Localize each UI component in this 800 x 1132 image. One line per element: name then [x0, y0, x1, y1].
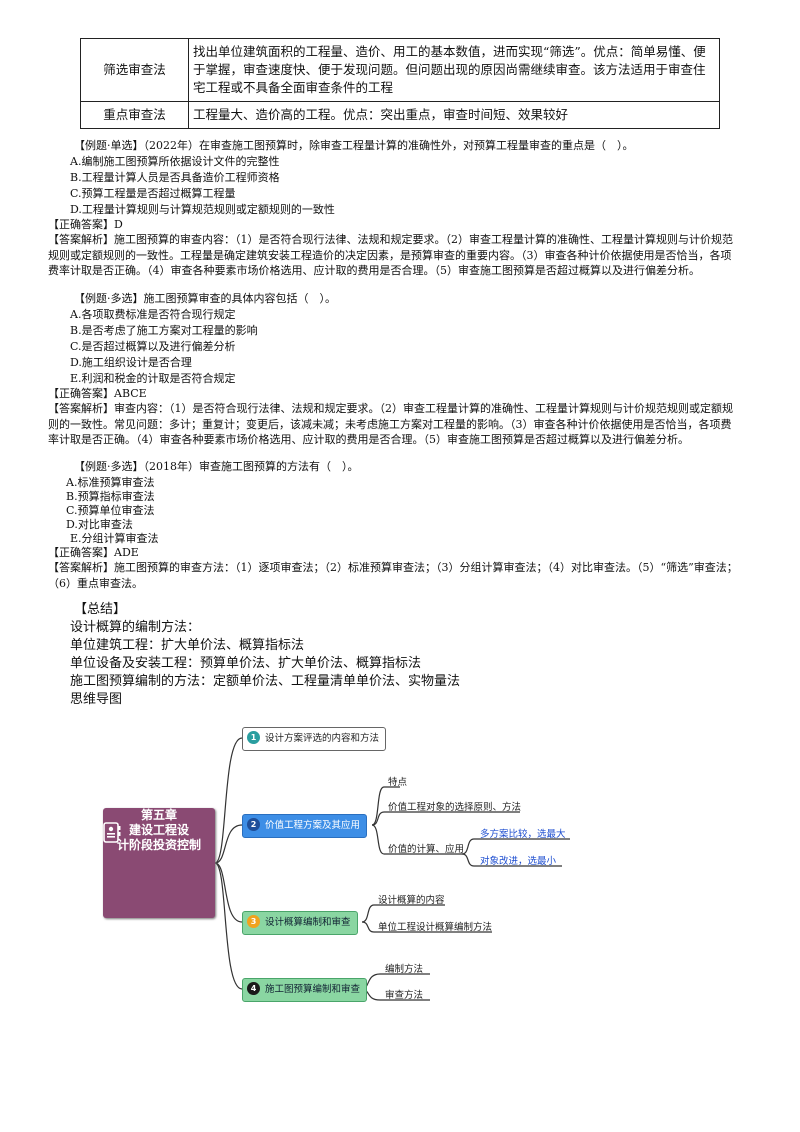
option: A.各项取费标准是否符合现行规定 [70, 308, 236, 321]
option: C.预算工程量是否超过概算工程量 [70, 187, 236, 200]
branch-number: 2 [247, 818, 260, 831]
option: C.预算单位审查法 [66, 504, 155, 517]
option: D.工程量计算规则与计算规范规则或定额规则的一致性 [70, 203, 335, 216]
branch-number: 3 [247, 915, 260, 928]
option: C.是否超过概算以及进行偏差分析 [70, 340, 236, 353]
branch-node-4: 4 施工图预算编制和审查 [242, 978, 368, 1002]
answer-analysis: 【答案解析】施工图预算的审查内容：（1）是否符合现行法律、法规和规定要求。（2）… [48, 233, 733, 277]
branch-label: 价值工程方案及其应用 [265, 820, 361, 831]
summary-line: 设计概算的编制方法： [70, 620, 201, 635]
summary-line: 单位建筑工程：扩大单价法、概算指标法 [70, 638, 305, 653]
branch-node-1: 1 设计方案评选的内容和方法 [242, 727, 387, 751]
option: D.施工组织设计是否合理 [70, 356, 192, 369]
correct-answer: 【正确答案】ADE [48, 546, 139, 559]
branch-label: 施工图预算编制和审查 [265, 984, 361, 995]
option: B.工程量计算人员是否具备造价工程师资格 [70, 171, 280, 184]
summary-line: 施工图预算编制的方法：定额单价法、工程量清单单价法、实物量法 [70, 674, 461, 689]
question-stem: 【例题·单选】（2022年）在审查施工图预算时，除审查工程量计算的准确性外，对预… [74, 139, 634, 152]
option: A.编制施工图预算所依据设计文件的完整性 [70, 155, 280, 168]
mind-map-center: 第五章 建设工程设 计阶段投资控制 [103, 808, 215, 918]
table-row: 筛选审查法 找出单位建筑面积的工程量、造价、用工的基本数值，进而实现“筛选”。优… [80, 38, 720, 102]
branch-label: 设计方案评选的内容和方法 [265, 733, 380, 744]
table-value: 工程量大、造价高的工程。优点：突出重点，审查时间短、效果较好 [188, 101, 720, 129]
table-key: 重点审查法 [80, 101, 189, 129]
leaf-node: 审查方法 [385, 990, 424, 1001]
option: E.分组计算审查法 [70, 532, 159, 545]
document-icon [103, 822, 121, 843]
answer-analysis: 【答案解析】施工图预算的审查方法：（1）逐项审查法；（2）标准预算审查法；（3）… [48, 561, 738, 590]
sub-leaf-node: 对象改进，选最小 [480, 856, 557, 867]
center-line: 第五章 [140, 808, 177, 822]
branch-node-2: 2 价值工程方案及其应用 [242, 814, 368, 838]
mind-map: 第五章 建设工程设 计阶段投资控制 1 设计方案评选的内容和方法 2 价值工程方案及… [100, 712, 600, 1012]
leaf-node: 单位工程设计概算编制方法 [378, 922, 493, 933]
table-key: 筛选审查法 [80, 38, 189, 102]
option: B.是否考虑了施工方案对工程量的影响 [70, 324, 258, 337]
summary-title: 【总结】 [74, 602, 127, 617]
mind-map-connectors [214, 737, 570, 1001]
leaf-node: 价值工程对象的选择原则、方法 [388, 802, 522, 813]
branch-number: 1 [247, 731, 260, 744]
option: A.标准预算审查法 [66, 476, 155, 489]
center-line: 建设工程设 [128, 823, 189, 837]
leaf-node: 编制方法 [385, 964, 424, 975]
question-stem: 【例题·多选】（2018年）审查施工图预算的方法有（ ）。 [74, 460, 359, 473]
summary-line: 思维导图 [70, 692, 123, 707]
method-table: 筛选审查法 找出单位建筑面积的工程量、造价、用工的基本数值，进而实现“筛选”。优… [80, 38, 720, 129]
leaf-node: 设计概算的内容 [378, 895, 445, 906]
correct-answer: 【正确答案】ABCE [48, 387, 147, 400]
branch-label: 设计概算编制和审查 [265, 917, 351, 928]
branch-node-3: 3 设计概算编制和审查 [242, 911, 358, 935]
center-line: 计阶段投资控制 [116, 838, 201, 852]
question-stem: 【例题·多选】施工图预算审查的具体内容包括（ ）。 [74, 292, 336, 305]
sub-leaf-node: 多方案比较，选最大 [480, 829, 566, 840]
leaf-node: 特点 [388, 777, 408, 788]
leaf-node: 价值的计算、应用 [388, 844, 465, 855]
summary-line: 单位设备及安装工程：预算单价法、扩大单价法、概算指标法 [70, 656, 422, 671]
branch-number: 4 [247, 982, 260, 995]
option: D.对比审查法 [66, 518, 133, 531]
table-value: 找出单位建筑面积的工程量、造价、用工的基本数值，进而实现“筛选”。优点：简单易懂… [188, 38, 720, 102]
option: B.预算指标审查法 [66, 490, 155, 503]
option: E.利润和税金的计取是否符合规定 [70, 372, 236, 385]
table-row: 重点审查法 工程量大、造价高的工程。优点：突出重点，审查时间短、效果较好 [80, 101, 720, 129]
answer-analysis: 【答案解析】审查内容：（1）是否符合现行法律、法规和规定要求。（2）审查工程量计… [48, 402, 733, 446]
correct-answer: 【正确答案】D [48, 218, 123, 231]
